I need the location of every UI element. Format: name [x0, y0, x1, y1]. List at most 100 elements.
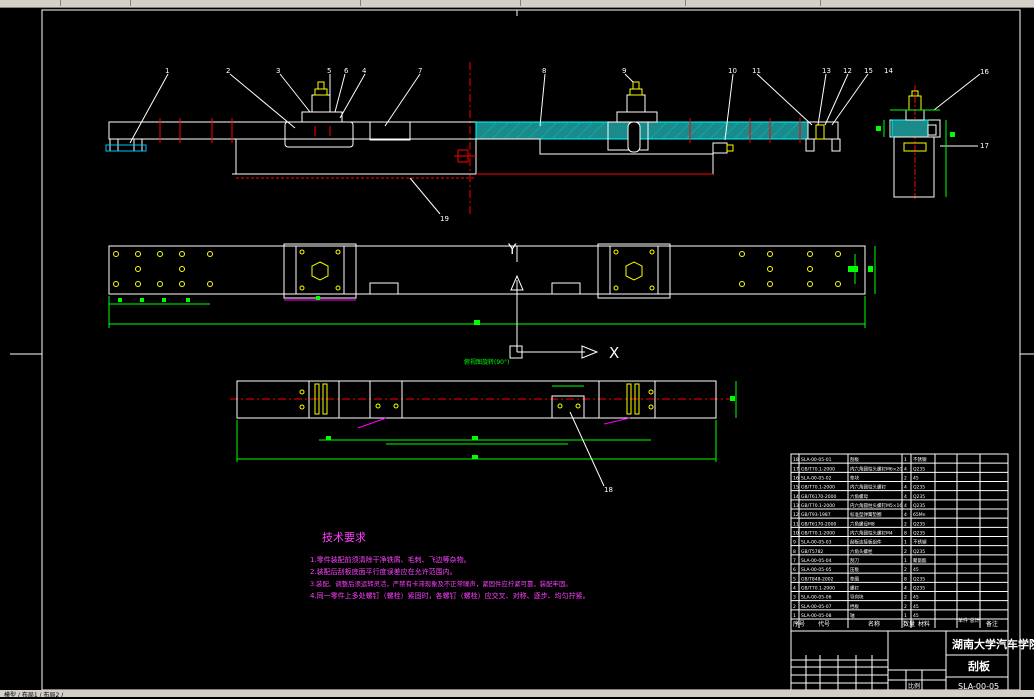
top-view	[108, 243, 876, 328]
parts-row-name: 导向块	[850, 594, 864, 601]
parts-row-name: 内六角圆柱头螺钉M4	[850, 530, 893, 537]
parts-row-mat: Q235	[913, 531, 925, 537]
parts-row-mat: 聚氨酯	[913, 557, 927, 564]
parts-row-mat: Q235	[913, 521, 925, 527]
tb-drawing-code: SLA-00-05	[958, 682, 999, 691]
parts-row-mat: 不锈钢	[913, 539, 927, 546]
parts-row-code: SLA-00-05-01	[801, 457, 832, 463]
drawing-frame	[41, 9, 1021, 691]
front-view	[105, 62, 841, 215]
parts-row-seq: 12	[793, 512, 799, 518]
layout-tabs-bar: 模型 / 布局1 / 布局2 /	[0, 690, 1034, 699]
parts-row-code: SLA-00-05-07	[801, 604, 832, 610]
tb-header-weight: 单件 总计	[958, 617, 980, 624]
parts-row-mat: 45	[913, 604, 919, 610]
part-number-label: 16	[980, 68, 989, 76]
toolbar-segment[interactable]	[0, 0, 61, 6]
parts-row-qty: 8	[904, 576, 907, 582]
parts-row-mat: Q235	[913, 586, 925, 592]
parts-row-seq: 7	[793, 558, 796, 564]
side-view: 16 17	[876, 68, 989, 200]
part-number-label: 5	[327, 67, 331, 75]
parts-row-qty: 2	[904, 567, 907, 573]
y-axis-label: Y	[507, 242, 517, 258]
parts-row-name: 刮板	[850, 456, 859, 463]
parts-row-seq: 6	[793, 567, 796, 573]
tb-header-name: 名称	[868, 620, 880, 628]
parts-row-name: 内六角圆柱头螺钉	[850, 484, 886, 491]
tech-requirement-item: 3.装配、调整后须运转灵活，严禁有卡滞现象及不正常噪声，紧固件应拧紧可靠，装配牢…	[310, 579, 572, 588]
part-number-label: 19	[440, 215, 449, 223]
parts-row-name: 六角螺母	[850, 493, 868, 500]
part-number-label: 9	[622, 67, 626, 75]
parts-row-mat: Q235	[913, 466, 925, 472]
parts-row-mat: Q235	[913, 549, 925, 555]
tb-header-material: 材料	[918, 620, 930, 628]
parts-row-seq: 8	[793, 549, 796, 555]
tb-drawing-name: 刮板	[968, 659, 991, 673]
tb-header-remark: 备注	[986, 620, 998, 628]
parts-row-name: 六角头螺栓	[850, 548, 873, 555]
toolbar-segment[interactable]	[525, 0, 686, 6]
parts-row-qty: 4	[904, 485, 907, 491]
parts-row-name: 垫块	[850, 475, 859, 482]
parts-row-mat: Q235	[913, 494, 925, 500]
parts-row-seq: 15	[793, 485, 799, 491]
toolbar-segment[interactable]	[690, 0, 821, 6]
parts-row-code: GB/T70.1-2000	[801, 466, 835, 472]
parts-row-qty: 1	[904, 558, 907, 564]
parts-row-name: 挡板	[850, 603, 859, 610]
part-number-label: 4	[362, 67, 367, 75]
parts-row-name: 内六角圆柱头螺钉M6×20	[850, 465, 902, 472]
parts-row-code: SLA-00-05-06	[801, 595, 832, 601]
parts-row-seq: 2	[793, 604, 796, 610]
parts-row-qty: 2	[904, 521, 907, 527]
toolbar-segment[interactable]	[300, 0, 361, 6]
parts-row-seq: 18	[793, 457, 799, 463]
parts-row-mat: 45	[913, 595, 919, 601]
parts-row-name: 刮板连接板组件	[850, 539, 882, 546]
parts-row-code: GB/T70.1-2000	[801, 485, 835, 491]
tb-header-code: 代号	[818, 620, 830, 628]
cad-toolbar-strip	[0, 0, 1034, 8]
parts-row-mat: 45	[913, 567, 919, 573]
parts-row-code: SLA-00-05-02	[801, 476, 832, 482]
parts-row-qty: 4	[904, 512, 907, 518]
parts-row-code: SLA-00-05-04	[801, 558, 832, 564]
toolbar-segment[interactable]	[60, 0, 131, 6]
parts-row-mat: Q235	[913, 485, 925, 491]
parts-row-qty: 4	[904, 494, 907, 500]
parts-row-qty: 2	[904, 476, 907, 482]
parts-row-qty: 2	[904, 604, 907, 610]
ucs-icon: Y X 俯视图旋转(90°)	[464, 242, 619, 366]
parts-row-code: GB/T848-2002	[801, 576, 834, 582]
parts-row-qty: 4	[904, 466, 907, 472]
parts-row-seq: 11	[793, 521, 799, 527]
tech-requirements-heading: 技术要求	[322, 531, 366, 544]
part-number-label: 11	[752, 67, 761, 75]
part-number-label: 13	[822, 67, 831, 75]
layout-tabs[interactable]: 模型 / 布局1 / 布局2 /	[4, 692, 64, 699]
part-number-label: 6	[344, 67, 349, 75]
part-number-label: 14	[884, 67, 893, 75]
parts-row-qty: 2	[904, 549, 907, 555]
parts-row-mat: 不锈钢	[913, 456, 927, 463]
parts-row-seq: 3	[793, 595, 796, 601]
toolbar-segment[interactable]	[370, 0, 521, 6]
part-number-label: 18	[604, 486, 613, 494]
parts-row-qty: 1	[904, 613, 907, 619]
parts-row-code: GB/T5782	[801, 549, 823, 555]
part-number-label: 2	[226, 67, 230, 75]
part-number-label: 7	[418, 67, 422, 75]
x-axis-label: X	[609, 344, 619, 362]
parts-row-qty: 1	[904, 457, 907, 463]
parts-row-mat: 45	[913, 476, 919, 482]
parts-row-qty: 2	[904, 595, 907, 601]
part-number-label: 10	[728, 67, 737, 75]
parts-row-name: 内六角圆柱头螺钉M5×16	[850, 502, 902, 509]
parts-row-code: GB/T6170-2000	[801, 494, 837, 500]
tech-requirement-item: 4.同一零件上多处螺钉（螺栓）紧固时，各螺钉（螺栓）应交叉、对称、逐步、均匀拧紧…	[310, 591, 590, 600]
parts-row-qty: 4	[904, 503, 907, 509]
